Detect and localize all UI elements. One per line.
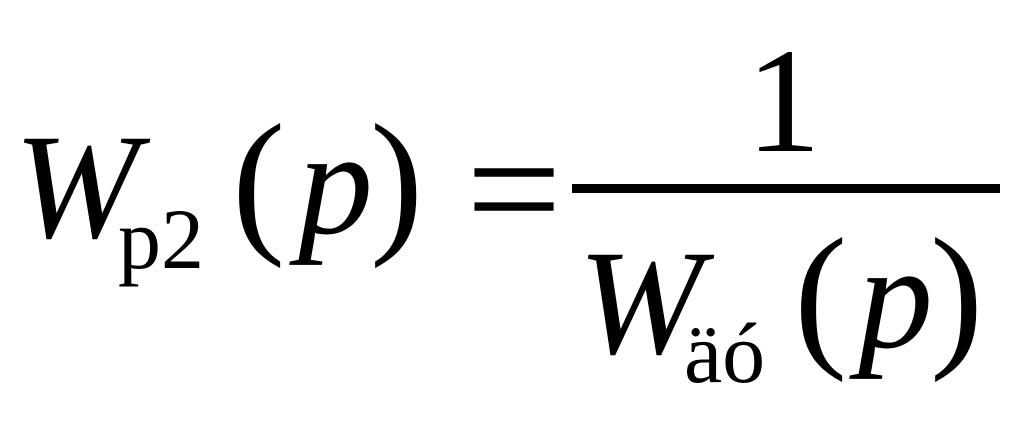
lhs-close-paren: ) (370, 91, 424, 269)
numerator: 1 (746, 18, 821, 184)
denominator-close-paren: ) (930, 205, 984, 383)
fraction-bar (572, 184, 1000, 193)
denominator-argument: p (858, 214, 933, 380)
lhs-open-paren: ( (232, 91, 286, 269)
denominator-subscript: äó (684, 305, 766, 401)
denominator-symbol: W (578, 220, 703, 386)
lhs-subscript: р2 (118, 191, 204, 287)
denominator-open-paren: ( (794, 205, 848, 383)
equals-sign: = (466, 95, 562, 283)
lhs-symbol: W (14, 104, 139, 270)
lhs-argument: p (298, 100, 373, 266)
